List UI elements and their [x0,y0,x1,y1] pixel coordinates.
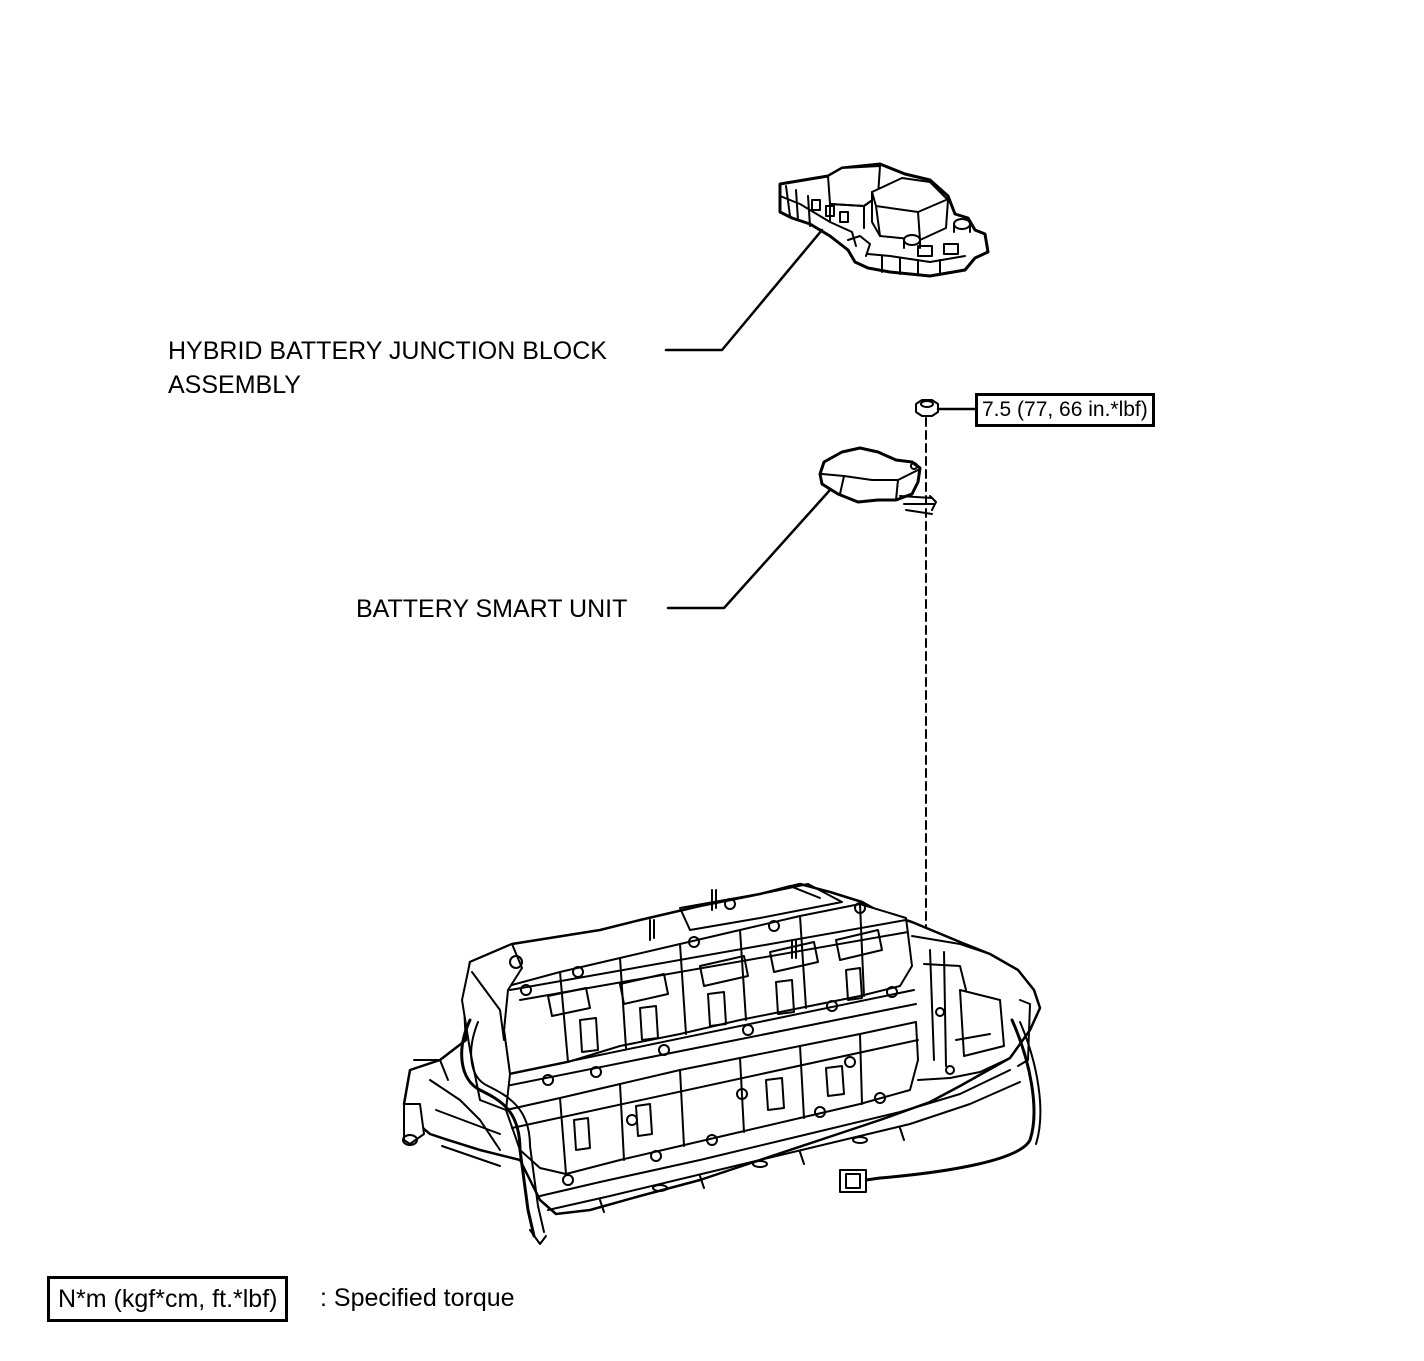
junction-block-illustration [780,164,988,276]
legend-description: : Specified torque [320,1284,515,1312]
legend-torque-unit-box: N*m (kgf*cm, ft.*lbf) [47,1276,289,1322]
hv-battery-assembly-illustration [403,884,1040,1244]
junction-block-leader-line [666,230,822,350]
junction-block-label: HYBRID BATTERY JUNCTION BLOCK ASSEMBLY [168,334,607,402]
torque-callout-box: 7.5 (77, 66 in.*lbf) [975,393,1155,427]
nut-illustration [916,400,938,416]
smart-unit-leader-line [668,490,830,608]
junction-block-label-line2: ASSEMBLY [168,371,301,399]
junction-block-label-line1: HYBRID BATTERY JUNCTION BLOCK [168,337,607,365]
smart-unit-label: BATTERY SMART UNIT [356,595,628,623]
battery-smart-unit-illustration [820,448,936,514]
